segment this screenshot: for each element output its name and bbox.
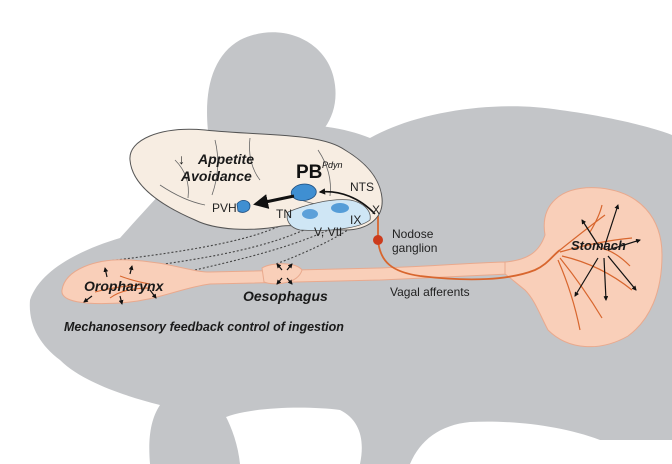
- ix-label: IX: [350, 213, 361, 227]
- v-vii-label: V, VII: [314, 225, 342, 239]
- nucleus-nts: [331, 203, 349, 213]
- tn-label: TN: [276, 207, 292, 221]
- diagram-caption: Mechanosensory feedback control of inges…: [64, 320, 344, 334]
- nodose-label-line1: Nodose: [392, 227, 434, 241]
- appetite-label: Appetite: [197, 151, 254, 167]
- nucleus-tn: [302, 209, 318, 219]
- nodose-label-line2: ganglion: [392, 241, 437, 255]
- x-nerve-label: X: [372, 203, 380, 217]
- vagal-afferents-label: Vagal afferents: [390, 285, 470, 299]
- avoidance-label: Avoidance: [180, 168, 252, 184]
- pvh-label: PVH: [212, 201, 237, 215]
- oropharynx-label: Oropharynx: [84, 278, 165, 294]
- nucleus-pvh-icon: [237, 200, 250, 212]
- nodose-ganglion-icon: [373, 235, 383, 245]
- nucleus-pb-icon: [291, 184, 316, 201]
- pb-superscript-label: Pdyn: [322, 160, 343, 170]
- oesophagus-label: Oesophagus: [243, 288, 328, 304]
- pb-label: PB: [296, 162, 322, 183]
- stomach-label: Stomach: [571, 238, 626, 253]
- appetite-down-arrow-icon: ↓: [178, 151, 185, 167]
- nts-label: NTS: [350, 180, 374, 194]
